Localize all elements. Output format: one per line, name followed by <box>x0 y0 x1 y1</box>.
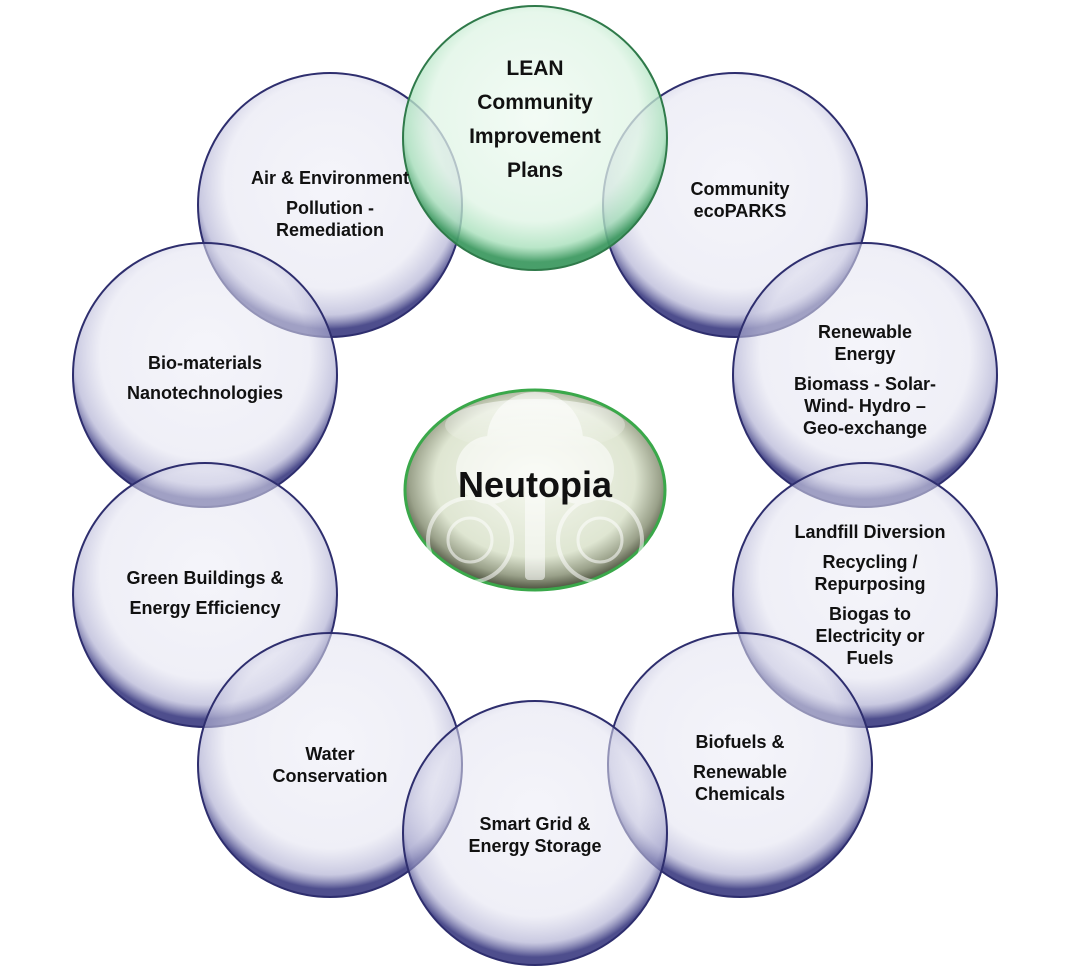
node-circle-lean <box>402 5 668 271</box>
center-node <box>403 388 667 592</box>
node-circle-smartgrid <box>402 700 668 966</box>
center-title: Neutopia <box>457 464 612 505</box>
